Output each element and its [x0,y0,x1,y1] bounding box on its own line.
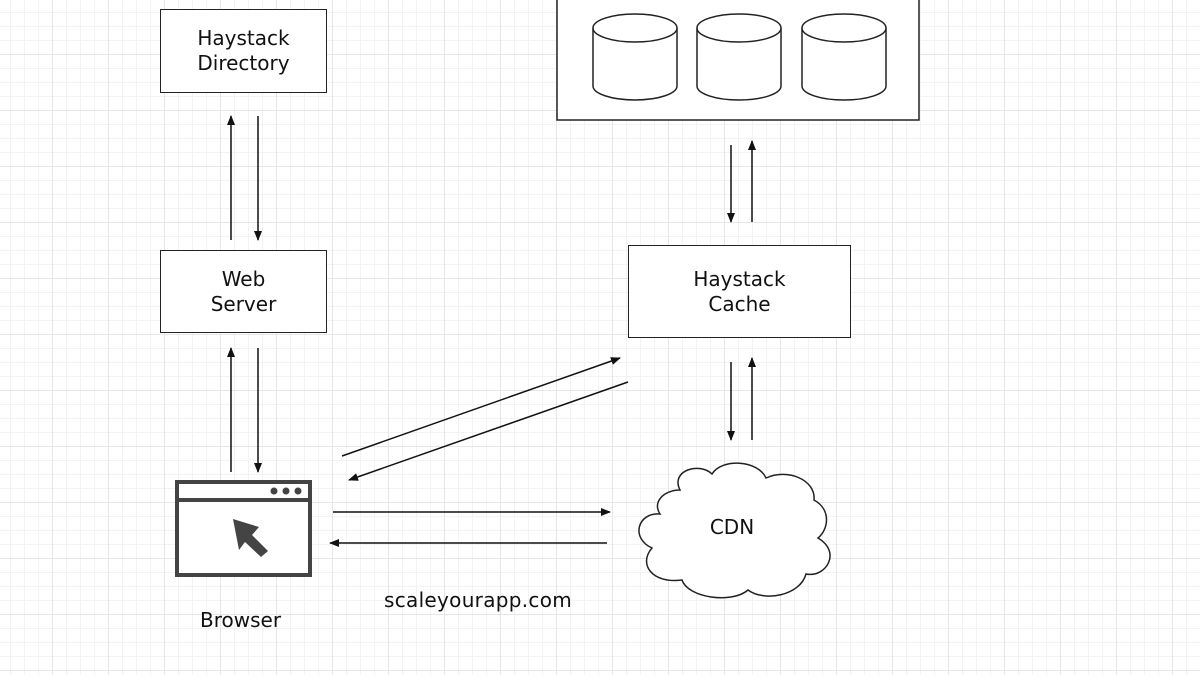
cdn-label: CDN [709,515,755,539]
browser-window-icon [175,480,312,577]
arrow-browser-to-cache [341,357,621,457]
web-server-node: Web Server [160,250,327,333]
haystack-cache-label: Haystack Cache [693,266,786,316]
browser-label: Browser [200,608,282,632]
database-icon [801,13,887,101]
haystack-cache-node: Haystack Cache [628,245,851,338]
arrow-cache-to-browser [348,381,629,481]
watermark-text: scaleyourapp.com [384,588,573,612]
cloud-icon [638,462,831,599]
haystack-directory-node: Haystack Directory [160,9,327,93]
haystack-directory-label: Haystack Directory [197,26,290,75]
database-icon [592,13,678,101]
web-server-label: Web Server [210,266,277,316]
database-icon [696,13,782,101]
